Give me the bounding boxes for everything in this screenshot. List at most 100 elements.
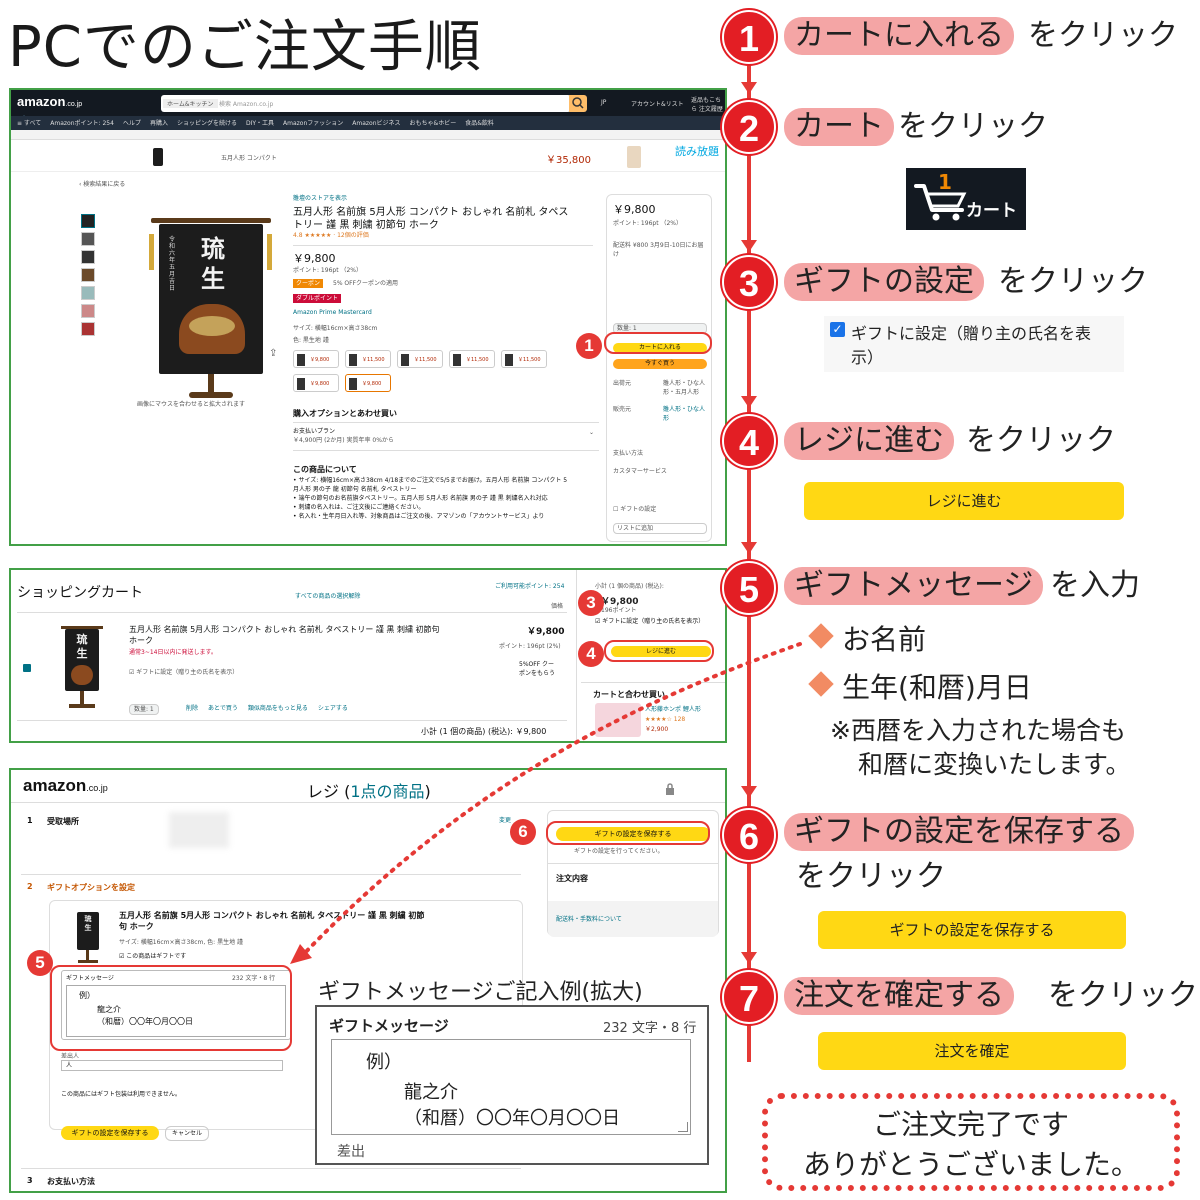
save-gift-settings-button[interactable]: ギフトの設定を保存する [61,1126,159,1140]
gift-message-area[interactable]: ギフトメッセージ 232 文字・8 行 例） 龍之介 （和暦）〇〇年〇月〇〇日 [61,970,291,1040]
buy-now-button[interactable]: 今すぐ買う [613,359,707,369]
gift-checkbox[interactable]: ☐ ギフトの設定 [613,506,657,513]
variant-option[interactable]: ￥11,500 [501,350,547,368]
tassel [267,234,272,270]
change-address-link[interactable]: 変更 [499,817,512,824]
back-link[interactable]: ‹ 検索結果に戻る [79,181,126,188]
done-line-2: ありがとうございました。 [802,1148,1139,1181]
product-image[interactable]: 琉生 令和六年五月吉日 [141,210,281,400]
search-bar[interactable]: ホーム&キッチン 検索 Amazon.co.jp [161,95,571,112]
search-button[interactable] [569,95,587,112]
mastercard-promo[interactable]: Amazon Prime Mastercard [293,309,372,316]
callout-5-ring [50,965,292,1051]
checkout-logo[interactable]: amazon.co.jp [23,776,108,795]
gift-example-line-3: （和暦）〇〇年〇月〇〇日 [404,1108,620,1129]
item-checkbox[interactable] [23,664,31,672]
cart-subtotal: 小計 (1 個の商品) (税込): ￥9,800 [421,727,547,736]
nav-item[interactable]: Amazonポイント: 254 [50,120,114,127]
cart-action-link[interactable]: あとで買う [208,705,238,712]
nav-item[interactable]: 食品&飲料 [465,120,494,127]
nav-item[interactable]: 再購入 [149,120,168,127]
about-bullets: • サイズ: 横幅16cm×高さ38cm 4/18までのご注文で5/5までお届け… [293,476,567,521]
chevron-down-icon[interactable]: ⌄ [589,429,595,436]
thumbnail[interactable] [81,214,95,228]
thumbnail[interactable] [81,322,95,336]
variant-thumb [297,354,305,366]
customer-service-label: カスタマーサービス [613,468,667,475]
sender-input[interactable]: 人 [61,1060,283,1071]
checkout-button-sample: レジに進む [804,482,1124,520]
points-note: ご利用可能ポイント: 254 [495,583,565,590]
account-menu[interactable]: アカウント&リスト [631,101,684,108]
sponsored-thumb-2 [627,146,641,168]
coupon-checkbox[interactable]: 5% OFFクーポンの適用 [333,280,399,287]
cart-item-title-1[interactable]: 五月人形 名前旗 5月人形 コンパクト おしゃれ 名前札 タペストリー 謹 黒 … [129,625,440,634]
thumbnail[interactable] [81,250,95,264]
sponsored-title: 五月人形 コンパクト [221,155,277,162]
thumbnail[interactable] [81,232,95,246]
cart-gift-checkbox[interactable]: ☑ ギフトに設定（贈り主の氏名を表示） [129,669,239,676]
checkout-item-size: サイズ: 横幅16cm×高さ38cm, 色: 黒生地 謹 [119,939,243,946]
step-2-number: 2 [722,100,776,154]
variant-price: ￥9,800 [310,381,330,387]
gift-message-line-1: 例） [79,991,95,1000]
add-to-cart-button[interactable]: カートに入れる [613,343,707,353]
this-is-gift-checkbox[interactable]: ☑ この商品はギフトです [119,953,187,960]
variant-price: ￥9,800 [362,381,382,387]
proceed-to-checkout-button[interactable]: レジに進む [611,646,711,657]
nav-item[interactable]: DIY・工具 [245,120,275,127]
cart-qty-select[interactable]: 数量: 1 [129,704,159,715]
thumbnail[interactable] [81,304,95,318]
nav-item[interactable]: ショッピングを続ける [176,120,237,127]
cart-action-link[interactable]: 削除 [186,705,199,712]
cart-item-image[interactable]: 琉生 [57,624,107,714]
language-selector[interactable]: JP [601,99,607,106]
search-input[interactable]: 検索 Amazon.co.jp [219,101,274,108]
nav-item[interactable]: Amazonファッション [283,120,344,127]
buy-box: ￥9,800 ポイント: 196pt （2%） 配送料 ¥800 3月9日-10… [606,194,712,542]
thumbnail[interactable] [81,268,95,282]
shipping-fee-link[interactable]: 配送料・手数料について [556,916,622,923]
brand-link[interactable]: 雛壇のストアを表示 [293,195,348,202]
variant-option[interactable]: ￥9,800 [293,374,339,392]
share-icon[interactable]: ⇪ [269,348,278,359]
cart-action-link[interactable]: 類似商品をもっと見る [247,705,308,712]
search-category[interactable]: ホーム&キッチン [163,99,218,108]
about-bullet: • 端午の節句のお名前旗タペストリー。五月人形 5月人形 名前旗 男の子 謹 黒… [293,495,548,502]
variant-option[interactable]: ￥11,500 [345,350,391,368]
prime-link[interactable]: プライムなら読み放題 [609,145,719,158]
recommend-panel: カートと合わせ買い 人形藤ホンポ 鯉人形 ★★★★☆ 128 ￥2,900 [581,682,725,741]
arrow-down-icon [741,542,757,554]
rating-stars[interactable]: 4.8 ★★★★★ · 12個の評価 [293,232,369,239]
variant-thumb [453,354,461,366]
seller-link[interactable]: 雛人形・ひな人形 [663,406,706,422]
cart-action-link[interactable]: シェアする [317,705,348,712]
nav-item[interactable]: Amazonビジネス [352,120,401,127]
variant-option[interactable]: ￥11,500 [397,350,443,368]
cart-item-title-2[interactable]: ホーク [129,636,153,645]
variant-option[interactable]: ￥9,800 [345,374,391,392]
thumbnail[interactable] [81,286,95,300]
nav-item[interactable]: ≡ すべて [17,120,42,127]
side-gift-checkbox[interactable]: ☑ ギフトに設定（贈り主の氏名を表示） [595,618,705,625]
add-to-list-button[interactable]: リストに追加 [613,523,707,534]
side-save-gift-button[interactable]: ギフトの設定を保存する [556,827,710,841]
banner-name: 琉生 [201,234,225,293]
nav-item[interactable]: ヘルプ [122,120,141,127]
cart-item-coupon[interactable]: 5%OFF クーポンをもらう [519,661,556,677]
sponsored-strip[interactable]: 五月人形 コンパクト ￥35,800 [11,142,725,172]
orders-link[interactable]: 返品もこちら 注文履歴 [691,97,723,113]
recommend-name[interactable]: 人形藤ホンポ 鯉人形 [645,706,701,713]
size-text: サイズ: 横幅16cm×高さ38cm [293,325,378,332]
about-heading: この商品について [293,465,357,474]
deselect-all-link[interactable]: すべての商品の選択解除 [295,593,361,600]
variant-option[interactable]: ￥11,500 [449,350,495,368]
banner-stand [80,691,84,705]
nav-item[interactable]: おもちゃ&ホビー [409,120,457,127]
variant-option[interactable]: ￥9,800 [293,350,339,368]
helmet-illustration [189,316,235,336]
cancel-button[interactable]: キャンセル [165,1126,210,1141]
gift-message-textarea[interactable]: 例） 龍之介 （和暦）〇〇年〇月〇〇日 [66,985,286,1037]
gift-example-line-1: 例） [366,1052,402,1073]
color-text: 色: 黒生地 謹 [293,337,329,344]
